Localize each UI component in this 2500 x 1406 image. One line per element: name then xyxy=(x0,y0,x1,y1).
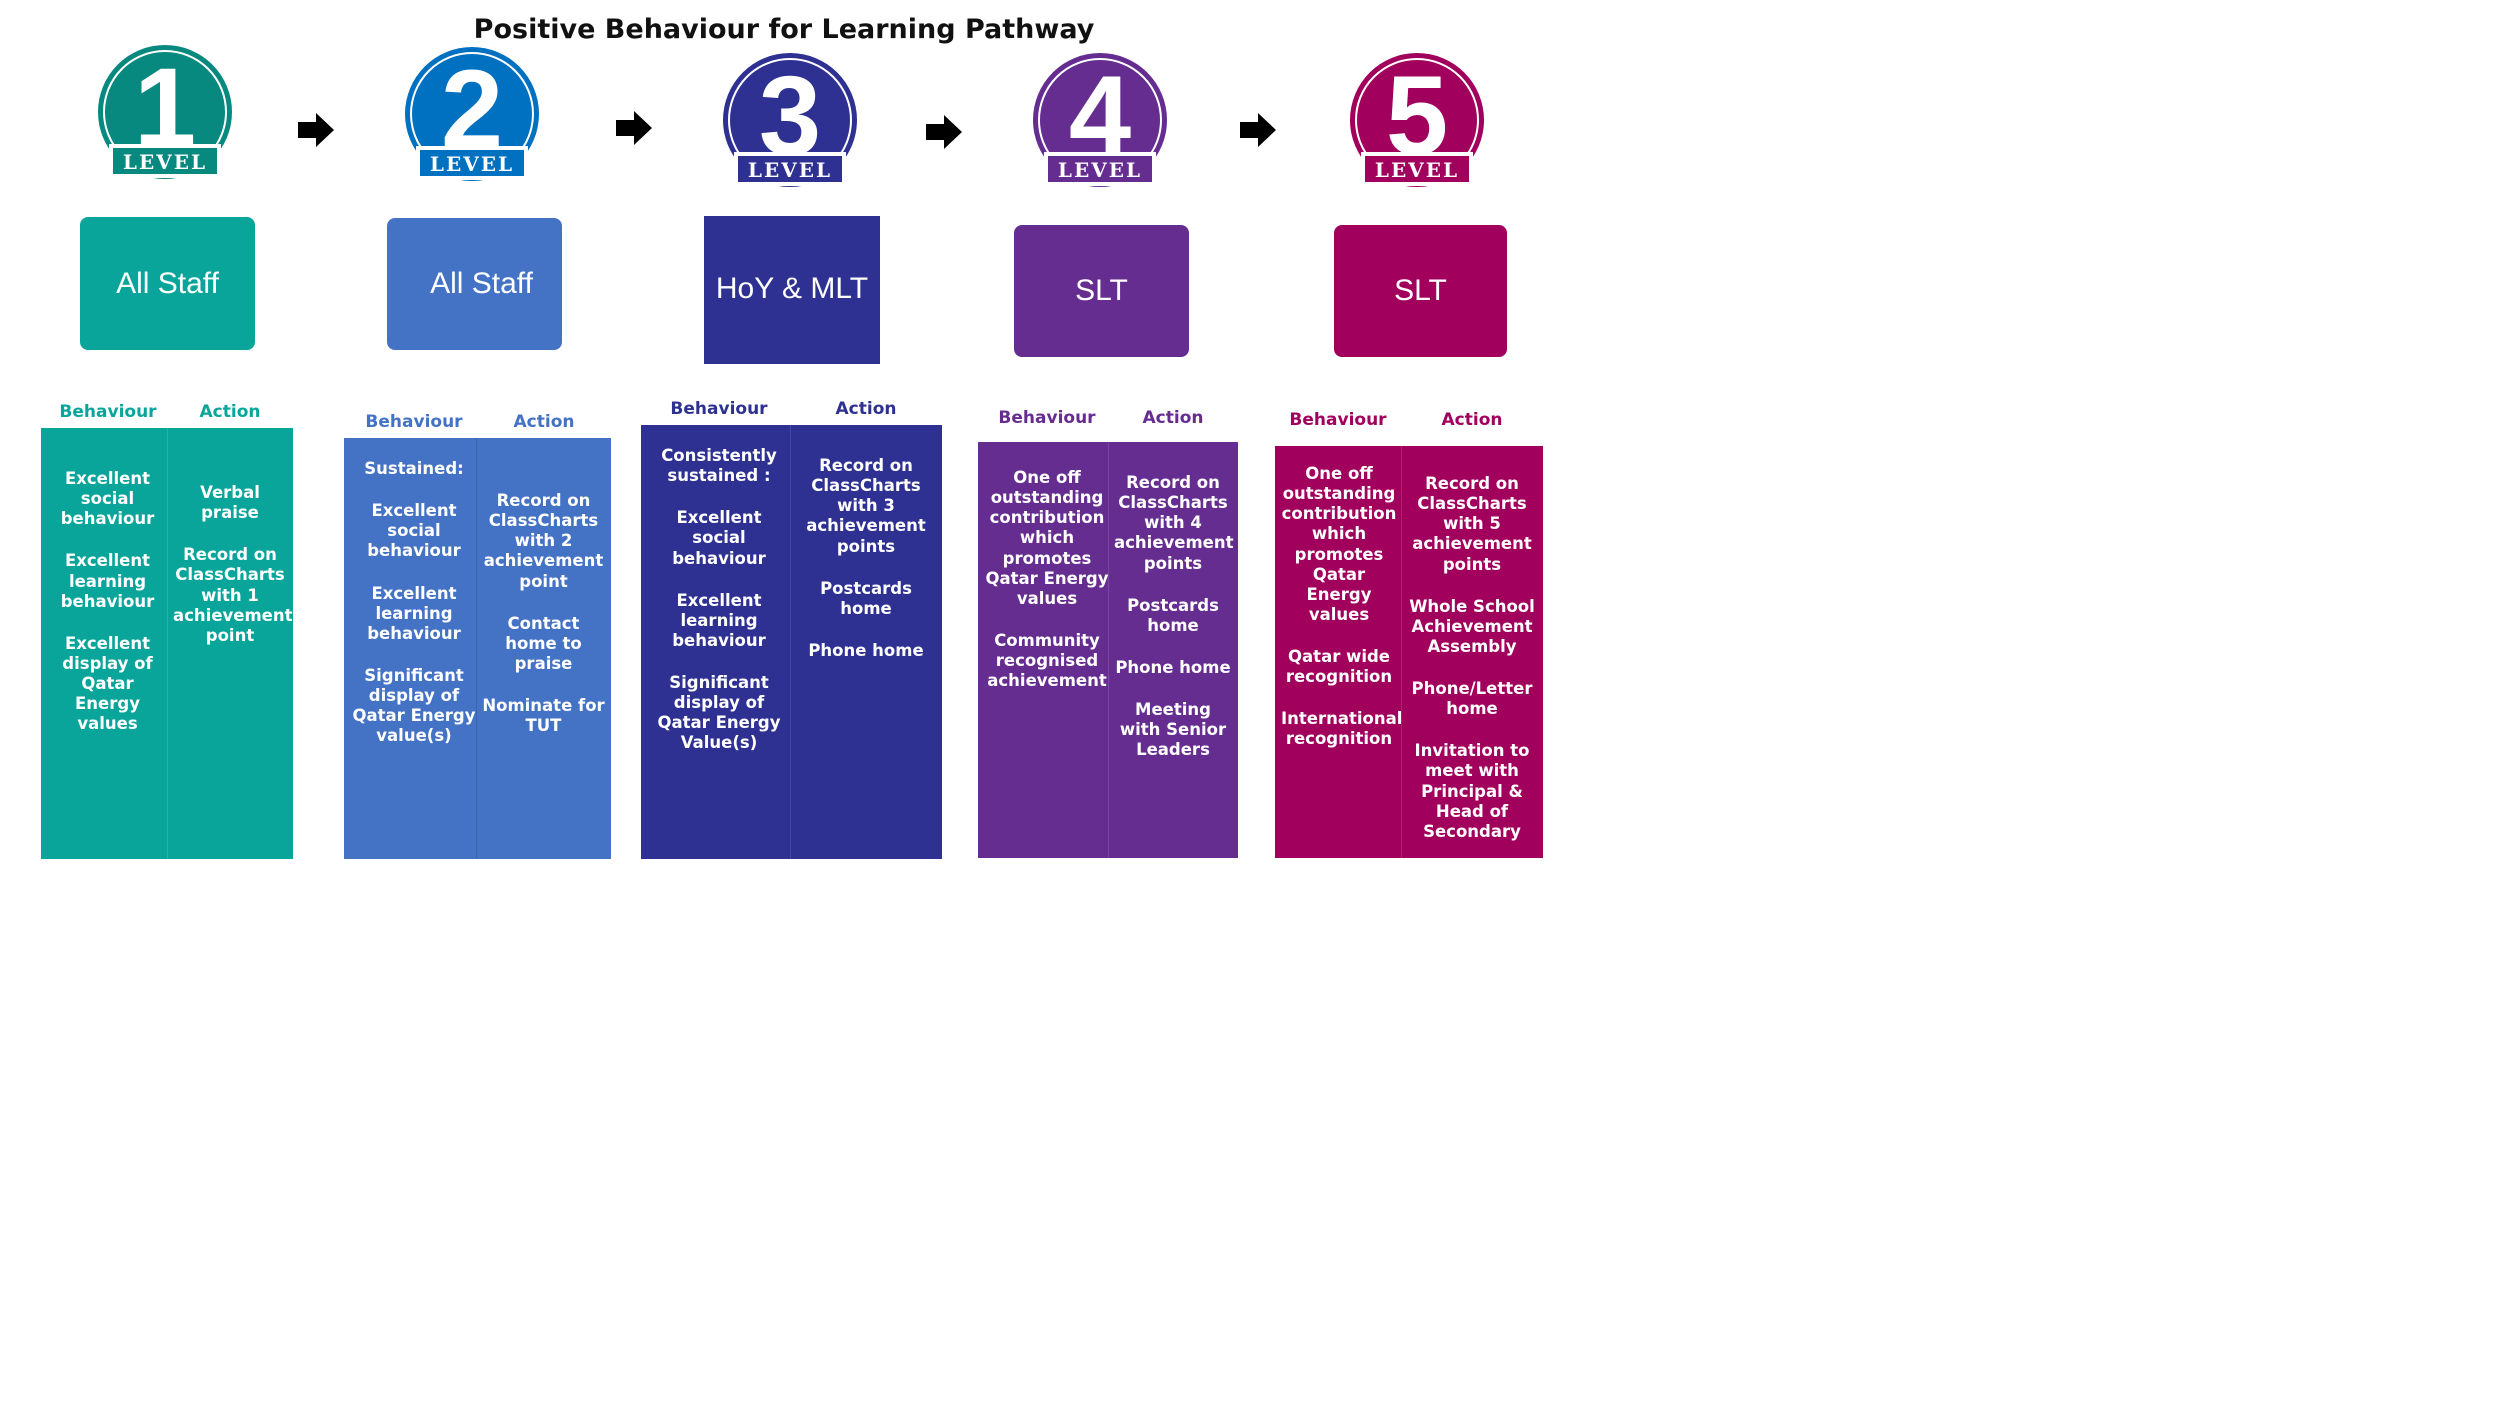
arrow-right-icon xyxy=(1240,113,1276,147)
level-3-panel: Consistently sustained : Excellent social… xyxy=(641,425,942,859)
level-1-action-heading: Action xyxy=(199,402,261,422)
level-3-behaviour-heading: Behaviour xyxy=(670,399,768,419)
list-item: One off outstanding contribution which p… xyxy=(985,468,1109,608)
level-2-behaviour-heading: Behaviour xyxy=(365,412,463,432)
level-word: LEVEL xyxy=(1375,158,1459,182)
level-2-action-heading: Action xyxy=(513,412,575,432)
list-item: Meeting with Senior Leaders xyxy=(1119,700,1227,760)
list-item: Record on ClassCharts with 3 achievement… xyxy=(806,456,926,556)
level-number: 5 xyxy=(1386,53,1448,178)
list-item: Excellent display of Qatar Energy values xyxy=(62,633,153,734)
page-title: Positive Behaviour for Learning Pathway xyxy=(473,14,1095,45)
list-item: Record on ClassCharts with 2 achievement… xyxy=(483,491,604,591)
level-number: 3 xyxy=(759,53,821,178)
list-item: Phone/Letter home xyxy=(1411,679,1533,719)
arrow-right-icon xyxy=(616,111,652,145)
level-5-role: SLT xyxy=(1334,225,1507,357)
level-word: LEVEL xyxy=(1058,158,1142,182)
list-item: Postcards home xyxy=(1127,595,1219,635)
list-item: Postcards home xyxy=(820,578,912,618)
level-5-behaviour-heading: Behaviour xyxy=(1289,410,1387,430)
level-3-role: HoY & MLT xyxy=(704,216,880,364)
list-item: Excellent learning behaviour xyxy=(672,590,766,650)
level-5-panel: One off outstanding contribution which p… xyxy=(1275,446,1543,858)
list-item: Excellent learning behaviour xyxy=(60,551,155,611)
level-5-behaviour-list: One off outstanding contribution which p… xyxy=(1275,446,1403,858)
arrow-right-icon xyxy=(298,113,334,147)
list-item: Significant display of Qatar Energy Valu… xyxy=(657,673,781,753)
list-item: Invitation to meet with Principal & Head… xyxy=(1414,741,1530,841)
level-4-panel: One off outstanding contribution which p… xyxy=(978,442,1238,858)
list-item: Consistently sustained : xyxy=(661,446,777,486)
list-item: Significant display of Qatar Energy valu… xyxy=(352,665,476,746)
list-item: Verbal praise xyxy=(200,483,260,523)
level-4-behaviour-list: One off outstanding contribution which p… xyxy=(978,442,1116,858)
level-4-action-list: Record on ClassCharts with 4 achievement… xyxy=(1108,442,1238,858)
level-3-action-list: Record on ClassCharts with 3 achievement… xyxy=(790,425,942,859)
list-item: Record on ClassCharts with 1 achievement… xyxy=(173,545,293,645)
level-4-behaviour-heading: Behaviour xyxy=(998,408,1096,428)
list-item: Phone home xyxy=(1115,657,1231,677)
level-5-action-heading: Action xyxy=(1441,410,1503,430)
level-2-role: All Staff xyxy=(387,218,562,350)
level-number: 2 xyxy=(441,47,503,172)
list-item: Excellent social behaviour xyxy=(367,501,461,561)
list-item: Qatar wide recognition xyxy=(1285,647,1393,687)
arrow-right-icon xyxy=(926,115,962,149)
list-item: Nominate for TUT xyxy=(482,696,605,736)
level-4-role: SLT xyxy=(1014,225,1189,357)
level-word: LEVEL xyxy=(430,152,514,176)
level-4-action-heading: Action xyxy=(1142,408,1204,428)
list-item: Whole School Achievement Assembly xyxy=(1409,596,1535,656)
list-item: Excellent social behaviour xyxy=(672,508,766,568)
level-3-action-heading: Action xyxy=(835,399,897,419)
level-3-behaviour-list: Consistently sustained : Excellent social… xyxy=(641,425,797,859)
list-item: Community recognised achievement xyxy=(987,630,1107,691)
list-item: Record on ClassCharts with 5 achievement… xyxy=(1412,474,1532,574)
level-word: LEVEL xyxy=(748,158,832,182)
list-item: One off outstanding contribution which p… xyxy=(1281,464,1397,624)
list-item: Excellent social behaviour xyxy=(60,469,155,529)
list-item: Sustained: xyxy=(364,459,464,478)
level-1-behaviour-heading: Behaviour xyxy=(59,402,157,422)
list-item: Excellent learning behaviour xyxy=(367,583,461,643)
level-number: 4 xyxy=(1069,53,1131,178)
level-1-role: All Staff xyxy=(80,217,255,350)
level-number: 1 xyxy=(134,45,196,170)
list-item: International recognition xyxy=(1281,709,1403,749)
list-item: Record on ClassCharts with 4 achievement… xyxy=(1114,473,1234,573)
level-2-action-list: Record on ClassCharts with 2 achievement… xyxy=(476,438,611,859)
list-item: Phone home xyxy=(808,640,924,660)
list-item: Contact home to praise xyxy=(505,613,582,673)
level-5-action-list: Record on ClassCharts with 5 achievement… xyxy=(1401,446,1543,858)
level-word: LEVEL xyxy=(123,150,207,174)
